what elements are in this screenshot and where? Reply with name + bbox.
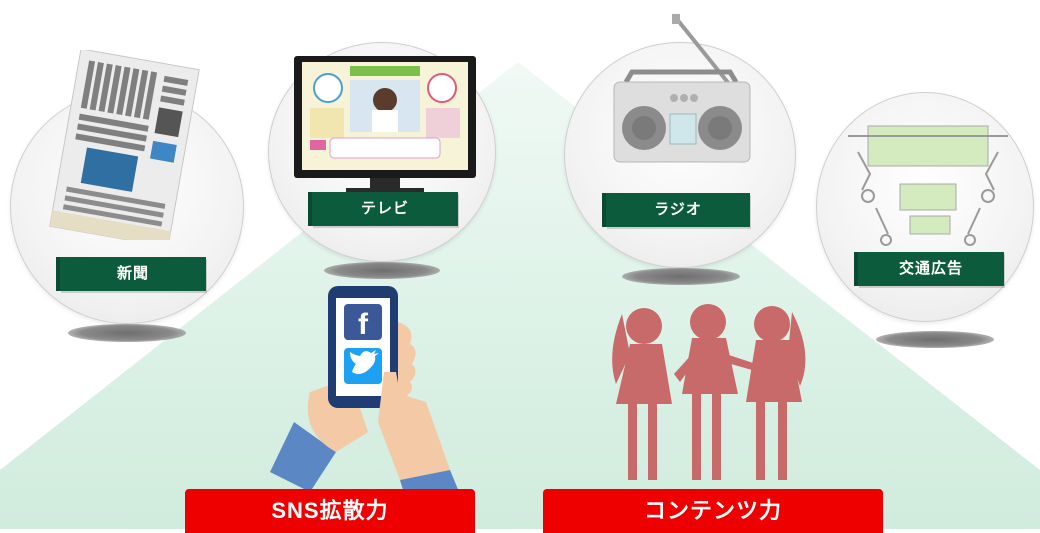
radio-icon (613, 14, 751, 163)
newspaper-icon (49, 50, 200, 240)
transit-shadow (876, 331, 994, 348)
smartphone-icon: f (270, 286, 464, 506)
facebook-icon (344, 304, 382, 340)
television-icon (294, 56, 476, 194)
newspaper-label: 新聞 (56, 257, 206, 291)
radio-label: ラジオ (602, 193, 750, 227)
train-interior-icon (848, 125, 1008, 246)
content-banner: コンテンツ力 (543, 489, 883, 533)
newspaper-shadow (68, 324, 186, 342)
characters-silhouette (612, 304, 806, 480)
tv-shadow (324, 262, 440, 279)
tv-label: テレビ (308, 192, 458, 226)
sns-banner: SNS拡散力 (185, 489, 475, 533)
svg-text:f: f (358, 308, 369, 341)
transit-label: 交通広告 (854, 252, 1004, 286)
radio-shadow (622, 268, 740, 285)
